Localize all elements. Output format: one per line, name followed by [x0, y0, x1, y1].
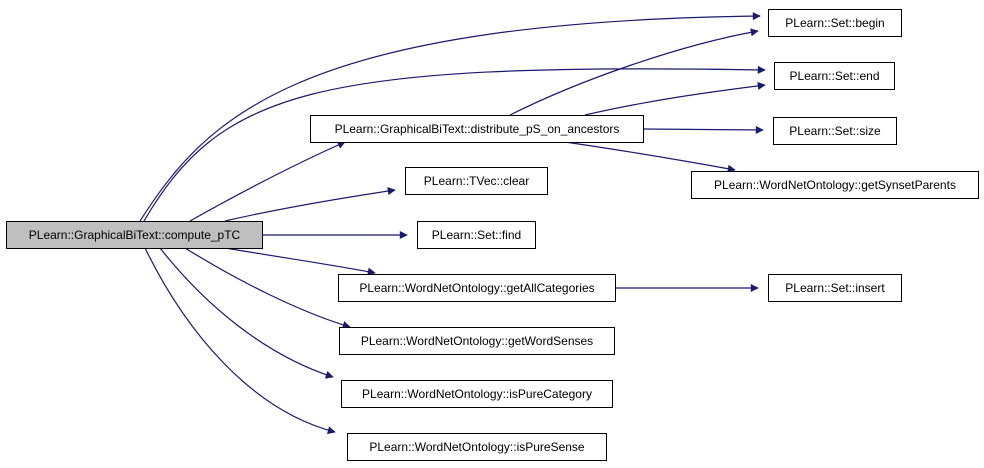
node-getWordSenses[interactable]: PLearn::WordNetOntology::getWordSenses — [339, 327, 615, 355]
edge-distribute-to-getSynsetParents — [564, 141, 736, 173]
node-box — [341, 380, 613, 408]
edge-compute_pTC-to-tvec_clear — [224, 187, 396, 222]
node-box — [768, 274, 902, 302]
edge-distribute-to-set_size — [642, 125, 764, 134]
node-tvec_clear[interactable]: PLearn::TVec::clear — [405, 167, 548, 195]
node-label: PLearn::WordNetOntology::getAllCategorie… — [359, 281, 594, 295]
node-box — [417, 221, 536, 249]
edge-distribute-to-set_begin — [509, 28, 759, 116]
edges-layer — [139, 12, 766, 435]
node-set_find[interactable]: PLearn::Set::find — [417, 221, 536, 249]
node-getSynsetParents[interactable]: PLearn::WordNetOntology::getSynsetParent… — [691, 171, 979, 199]
edge-compute_pTC-to-isPureSense — [144, 247, 336, 435]
node-label: PLearn::Set::begin — [785, 16, 884, 30]
node-box — [6, 221, 263, 249]
node-set_size[interactable]: PLearn::Set::size — [773, 117, 897, 145]
node-isPureSense[interactable]: PLearn::WordNetOntology::isPureSense — [347, 433, 607, 461]
node-box — [773, 117, 897, 145]
node-label: PLearn::GraphicalBiText::compute_pTC — [29, 228, 241, 242]
node-box — [768, 9, 902, 37]
edge-compute_pTC-to-isPureCategory — [159, 247, 334, 379]
node-label: PLearn::Set::insert — [785, 281, 885, 295]
node-label: PLearn::WordNetOntology::getSynsetParent… — [714, 178, 956, 192]
node-box — [310, 115, 644, 143]
edge-compute_pTC-to-set_end — [143, 65, 766, 222]
node-getAllCategories[interactable]: PLearn::WordNetOntology::getAllCategorie… — [338, 274, 616, 302]
node-set_insert[interactable]: PLearn::Set::insert — [768, 274, 902, 302]
node-box — [405, 167, 548, 195]
edge-compute_pTC-to-getWordSenses — [184, 247, 351, 329]
node-label: PLearn::WordNetOntology::isPureCategory — [362, 387, 592, 401]
edge-compute_pTC-to-distribute — [189, 141, 346, 222]
edge-compute_pTC-to-set_begin — [139, 12, 761, 222]
node-box — [347, 433, 607, 461]
edge-distribute-to-set_end — [584, 81, 766, 116]
nodes-layer: PLearn::GraphicalBiText::compute_pTCPLea… — [6, 9, 979, 461]
node-label: PLearn::Set::end — [789, 69, 879, 83]
node-box — [774, 62, 895, 90]
node-label: PLearn::WordNetOntology::getWordSenses — [361, 334, 593, 348]
node-label: PLearn::WordNetOntology::isPureSense — [369, 440, 585, 454]
node-label: PLearn::Set::size — [789, 124, 881, 138]
node-set_begin[interactable]: PLearn::Set::begin — [768, 9, 902, 37]
node-box — [691, 171, 979, 199]
node-isPureCategory[interactable]: PLearn::WordNetOntology::isPureCategory — [341, 380, 613, 408]
node-distribute[interactable]: PLearn::GraphicalBiText::distribute_pS_o… — [310, 115, 644, 143]
edge-compute_pTC-to-getAllCategories — [224, 247, 376, 276]
node-compute_pTC[interactable]: PLearn::GraphicalBiText::compute_pTC — [6, 221, 263, 249]
node-label: PLearn::Set::find — [432, 228, 521, 242]
node-label: PLearn::TVec::clear — [424, 174, 529, 188]
node-box — [339, 327, 615, 355]
node-label: PLearn::GraphicalBiText::distribute_pS_o… — [335, 122, 620, 136]
node-box — [338, 274, 616, 302]
node-set_end[interactable]: PLearn::Set::end — [774, 62, 895, 90]
